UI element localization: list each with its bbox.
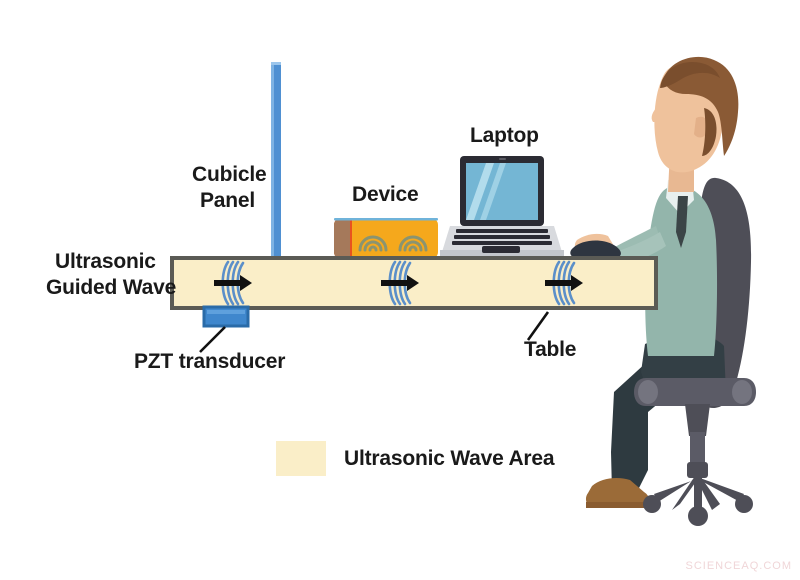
chair-caster-3 [688,506,708,526]
wave-arrow-2 [381,275,419,291]
device-left-shadow [334,218,350,259]
cubicle-panel [271,62,281,260]
label-ultrasonic-guided-wave-line1: Ultrasonic [55,250,156,273]
device-top-line [334,218,438,221]
laptop-trackpad [482,246,520,253]
label-pzt-transducer: PZT transducer [134,350,286,373]
cubicle-panel-highlight [271,62,274,260]
cubicle-panel-cap [271,62,281,65]
shoe [585,478,649,507]
device-wave-arc-left [358,235,388,252]
sweater-torso [645,186,718,356]
laptop-unit [440,156,564,259]
wave-arrow-3 [545,275,583,291]
label-cubicle-panel-line2: Panel [200,189,256,212]
label-device: Device [352,183,419,206]
hair [664,56,739,156]
pzt-transducer [202,305,250,328]
laptop-screen-streak-2 [480,163,506,220]
chair-base [654,476,744,512]
chair-seat-knob-left [638,380,658,404]
pzt-highlight [207,310,245,314]
legend-swatch [276,441,326,476]
wave-marker-2 [381,260,419,306]
pzt-body [202,305,250,328]
chair-cylinder [690,432,705,466]
chair-caster-1 [643,495,661,513]
chair-seat [634,378,756,406]
laptop-webcam [499,158,506,160]
wave-marker-3 [545,260,583,306]
label-table: Table [524,338,577,361]
ear [694,116,709,138]
chair-seat-knob-right [732,380,752,404]
chair-cylinder-lower [687,462,708,478]
watermark: SCIENCEAQ.COM [685,560,792,572]
laptop-keyboard [452,229,552,245]
wave-marker-1 [214,260,252,306]
label-ultrasonic-guided-wave-line2: Guided Wave [46,276,177,299]
wave-arrow-1 [214,275,252,291]
pzt-leader-line [199,326,226,353]
chair-column [685,404,710,436]
table-leader-line [526,311,550,341]
hair-fringe [660,62,720,88]
label-cubicle-panel-line1: Cubicle [192,163,267,186]
label-laptop: Laptop [470,124,539,147]
laptop-screen-streak-1 [466,163,494,220]
tie [676,196,688,248]
hair-sideburn [702,108,717,156]
computer-mouse [570,240,621,258]
nose [651,106,660,122]
legend-label: Ultrasonic Wave Area [344,447,555,470]
shoe-sole [586,502,650,508]
chair-caster-2 [735,495,753,513]
device-wave-arc-right [398,235,428,252]
device-unit [334,218,438,259]
cubicle-panel-bar [271,62,281,260]
